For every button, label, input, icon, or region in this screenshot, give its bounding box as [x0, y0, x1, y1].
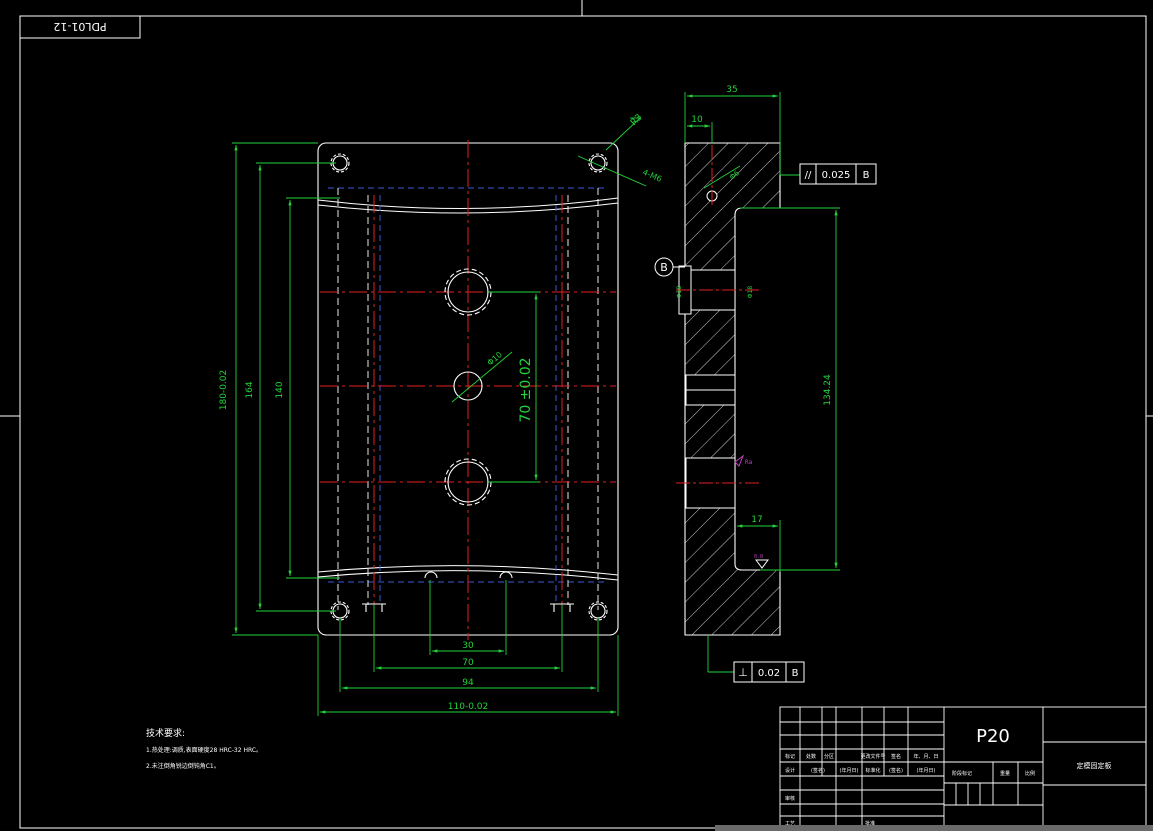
- title-block-cell: 标记: [785, 753, 795, 760]
- dim-140: 140: [275, 381, 285, 398]
- title-block-cell: (年月日): [840, 767, 859, 774]
- dim-70-tol: 70 ±0.02: [518, 357, 534, 422]
- material-label: P20: [976, 726, 1010, 747]
- dim-30: 30: [462, 641, 474, 651]
- notes-line-1: 1.热处理:调质,表面硬度28 HRC-32 HRC。: [146, 746, 262, 754]
- title-block-cell: 标准化: [865, 767, 880, 774]
- fcf-parallel-symbol: //: [805, 170, 812, 181]
- code-box-text: PDL01-12: [53, 20, 106, 33]
- dim-134: 134.24: [823, 374, 833, 406]
- title-block-cell: 批准: [865, 820, 875, 827]
- title-block-cell: 签名: [891, 753, 901, 760]
- title-block-cell: 工艺: [785, 821, 795, 827]
- dim-180: 180-0.02: [219, 370, 229, 410]
- fcf-parallel-value: 0.025: [822, 170, 851, 181]
- side-view: 35 10 134.24 17 Φ6 Φ18 Φ18 B Ra 0.8: [654, 85, 840, 673]
- fcf-perpendicularity: ⊥ 0.02 B: [733, 661, 805, 683]
- title-block-cell: 比例: [1025, 770, 1035, 777]
- fcf-perp-datum: B: [792, 668, 799, 679]
- notes-line-2: 2.未注倒角锐边倒钝角C1。: [146, 762, 220, 770]
- title-block-cell: (签名): [889, 767, 903, 774]
- dim-35: 35: [726, 85, 737, 95]
- title-block-cell: 阶段标记: [952, 770, 972, 777]
- label-phi18-left: Φ18: [676, 286, 683, 299]
- roughness-upper: Ra: [745, 459, 753, 466]
- dim-164: 164: [245, 381, 255, 398]
- title-block-cell: 审核: [785, 795, 795, 802]
- dim-110: 110-0.02: [448, 702, 488, 712]
- title-block: [779, 706, 1147, 829]
- title-block-cell: 更改文件号: [860, 753, 885, 760]
- fcf-perp-symbol: ⊥: [738, 666, 748, 679]
- label-m6: 4-M6: [641, 168, 663, 184]
- title-block-cell: (签名): [811, 767, 825, 774]
- title-block-cell: (年月日): [917, 767, 936, 774]
- dim-70: 70: [462, 658, 474, 668]
- fcf-parallelism: // 0.025 B: [799, 163, 877, 185]
- datum-b-label: B: [660, 261, 668, 274]
- dim-10: 10: [691, 115, 703, 125]
- dim-94: 94: [462, 678, 474, 688]
- notes-title: 技术要求:: [146, 727, 185, 739]
- label-phi10: Φ10: [486, 350, 504, 367]
- title-block-text: P20 定模固定板 标记 处数 分区 更改文件号 签名 年、月、日 设计 (签名…: [785, 726, 1112, 827]
- title-block-cell: 设计: [785, 767, 795, 774]
- fcf-perp-value: 0.02: [758, 668, 780, 679]
- title-block-cell: 年、月、日: [913, 753, 938, 760]
- code-box: PDL01-12: [20, 16, 141, 39]
- title-block-cell: 重量: [1000, 770, 1010, 777]
- fcf-parallel-datum: B: [863, 170, 870, 181]
- dim-17: 17: [751, 515, 762, 525]
- roughness-lower: 0.8: [754, 554, 763, 560]
- part-name: 定模固定板: [1077, 761, 1112, 770]
- label-phi18-right: Φ18: [747, 286, 754, 299]
- title-block-cell: 处数: [806, 753, 816, 760]
- technical-notes: 技术要求: 1.热处理:调质,表面硬度28 HRC-32 HRC。 2.未注倒角…: [146, 727, 262, 770]
- title-block-cell: 分区: [824, 753, 834, 760]
- front-view: 180-0.02 164 140 70 ±0.02 30 70 94 110-0…: [219, 113, 663, 716]
- horizontal-scrollbar[interactable]: [715, 825, 1153, 831]
